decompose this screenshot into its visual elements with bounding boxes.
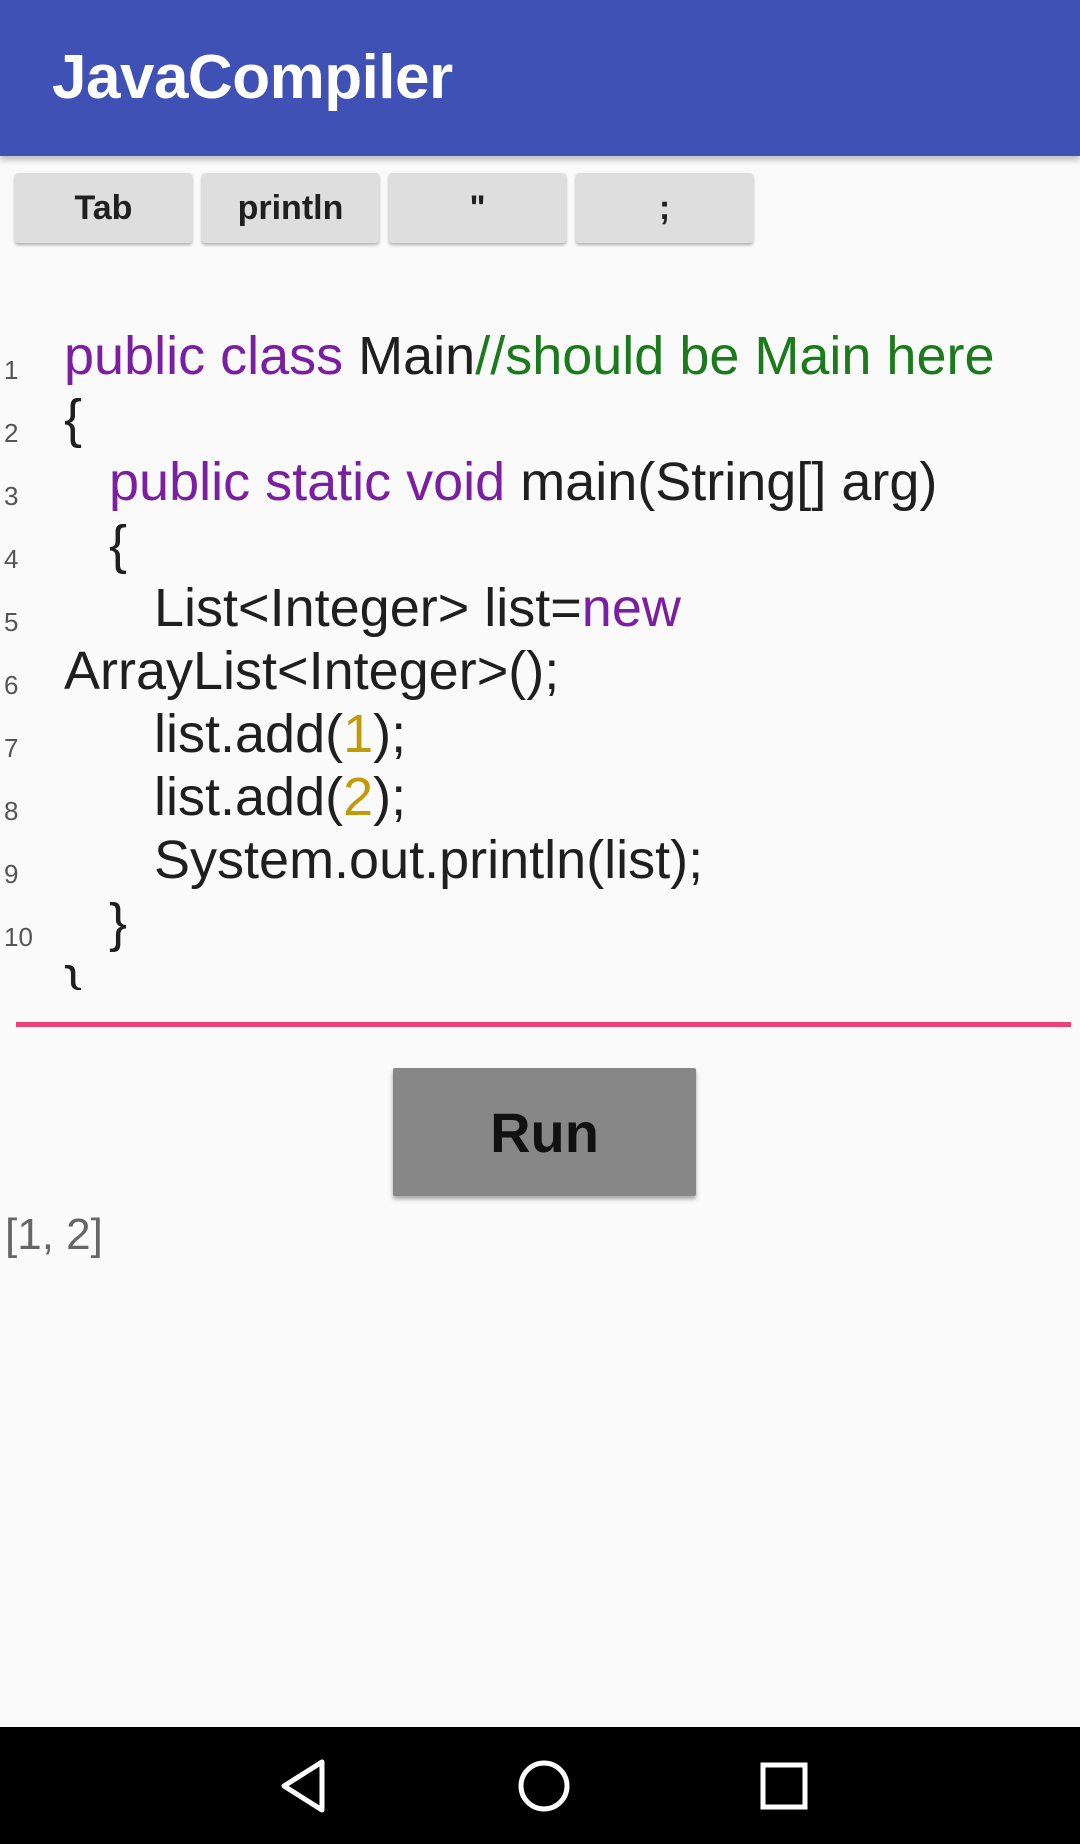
code-token: );: [373, 767, 407, 827]
line-number: 1: [4, 355, 19, 385]
line-number: 9: [4, 859, 19, 889]
code-line: 4 {: [0, 509, 1080, 572]
code-line: 7 list.add(1);: [0, 698, 1080, 761]
code-token: );: [373, 704, 407, 764]
code-text: {: [64, 518, 127, 572]
tab-key-button[interactable]: Tab: [15, 173, 192, 243]
code-token: new: [581, 578, 681, 638]
code-line: 6 ArrayList<Integer>();: [0, 635, 1080, 698]
line-number: 2: [4, 418, 19, 448]
code-line: 9 System.out.println(list);: [0, 824, 1080, 887]
code-line: 2{: [0, 383, 1080, 446]
quote-key-button[interactable]: ": [389, 173, 566, 243]
line-number: 8: [4, 796, 19, 826]
code-line: 3 public static void main(String[] arg): [0, 446, 1080, 509]
code-token: System.out.println(list);: [64, 830, 704, 890]
code-token: {: [64, 515, 128, 575]
code-text: ArrayList<Integer>();: [64, 644, 559, 698]
back-triangle-icon: [281, 1759, 325, 1812]
run-button[interactable]: Run: [393, 1068, 696, 1196]
code-line: 11}: [0, 950, 1080, 990]
editor-underline: [16, 1022, 1071, 1027]
code-token: public static void: [64, 452, 521, 512]
line-number: 6: [4, 670, 19, 700]
line-number: 5: [4, 607, 19, 637]
code-token: 1: [343, 704, 374, 764]
code-token: Main: [358, 326, 476, 386]
code-text: }: [64, 959, 82, 990]
code-line: 8 list.add(2);: [0, 761, 1080, 824]
back-button[interactable]: [229, 1727, 379, 1844]
recents-square-icon: [760, 1762, 808, 1809]
app-title: JavaCompiler: [52, 43, 453, 112]
semicolon-key-button[interactable]: ;: [576, 173, 753, 243]
code-line: 10 }: [0, 887, 1080, 950]
home-circle-icon: [518, 1760, 570, 1811]
println-key-button[interactable]: println: [202, 173, 379, 243]
system-nav-bar: [0, 1727, 1080, 1844]
code-token: }: [64, 893, 128, 953]
code-token: List<Integer> list=: [64, 578, 582, 638]
code-token: public class: [64, 326, 359, 386]
code-token: ArrayList<Integer>();: [64, 641, 560, 701]
shortcut-toolbar: Tab println " ;: [15, 173, 753, 245]
code-token: list.add(: [64, 704, 344, 764]
home-button[interactable]: [469, 1727, 619, 1844]
line-number: 4: [4, 544, 19, 574]
recents-button[interactable]: [709, 1727, 859, 1844]
code-token: main(String[] arg): [520, 452, 938, 512]
line-number: 11: [4, 987, 52, 990]
code-text: }: [64, 896, 127, 950]
code-text: List<Integer> list=new: [64, 581, 681, 635]
line-number: 3: [4, 481, 19, 511]
code-text: public class Main//should be Main here: [64, 329, 995, 383]
code-token: {: [64, 389, 83, 449]
code-token: //should be Main here: [475, 326, 995, 386]
code-token: 2: [343, 767, 374, 827]
code-text: {: [64, 392, 82, 446]
app-bar: JavaCompiler: [0, 0, 1080, 156]
line-number: 7: [4, 733, 19, 763]
line-number: 10: [4, 922, 33, 952]
code-text: public static void main(String[] arg): [64, 455, 937, 509]
code-token: }: [64, 956, 83, 990]
code-text: list.add(1);: [64, 707, 406, 761]
code-token: list.add(: [64, 767, 344, 827]
output-text: [1, 2]: [5, 1210, 103, 1259]
code-line: 1 public class Main//should be Main here: [0, 320, 1080, 383]
code-line: 5 List<Integer> list=new: [0, 572, 1080, 635]
code-text: System.out.println(list);: [64, 833, 703, 887]
code-text: list.add(2);: [64, 770, 406, 824]
